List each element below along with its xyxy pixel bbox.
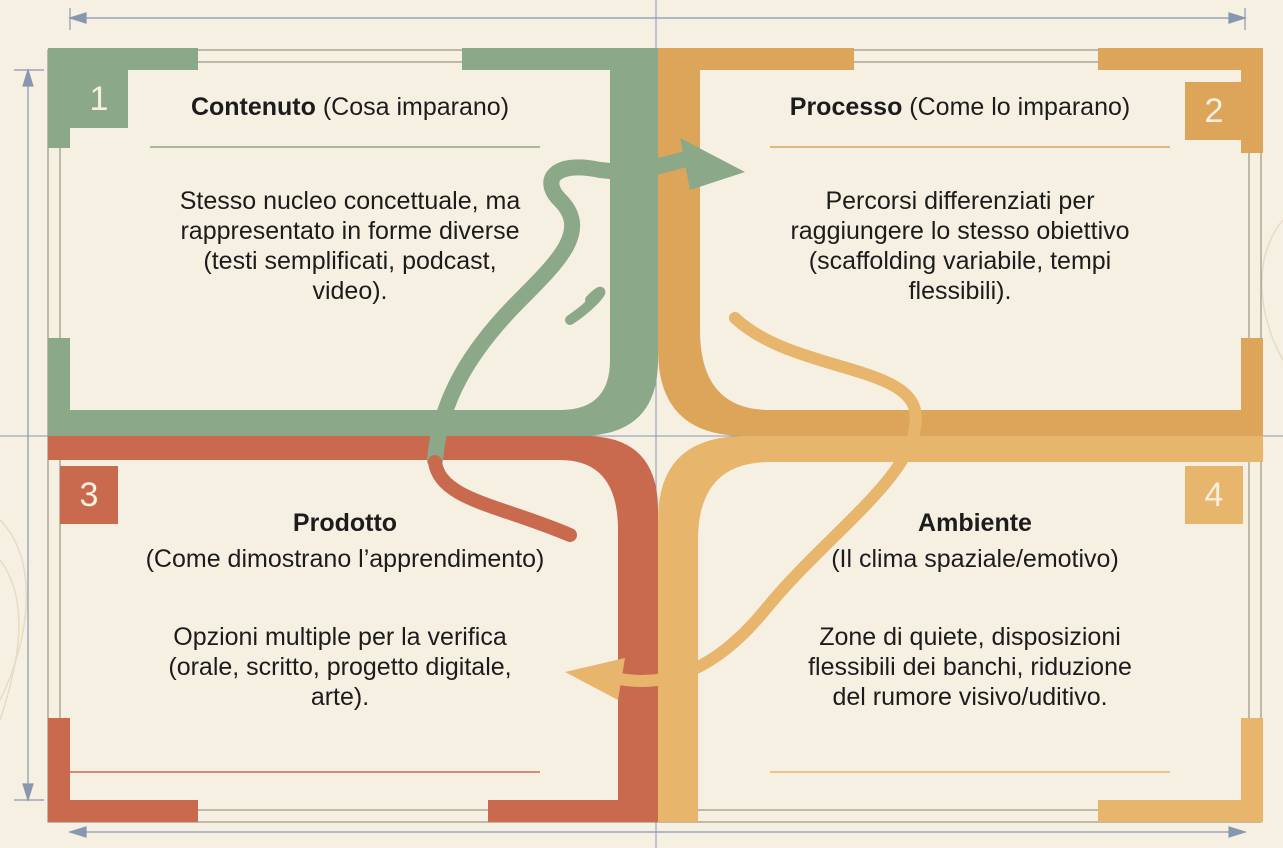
decorative-rules [70,146,1170,773]
process-room-walls [658,48,1263,436]
title-subtitle: (Cosa imparano) [322,93,510,121]
title-bold: Processo [789,93,903,121]
quadrant-content: 1 Contenuto (Cosa imparano) Stesso nucle… [70,70,630,400]
quadrant-subtitle: (Come dimostrano l’apprendimento) [145,545,545,573]
quadrant-title: Ambiente [700,508,1250,538]
quadrant-body: Opzioni multiple per la verifica (orale,… [168,623,512,711]
quadrant-number-badge: 4 [1185,466,1243,524]
quadrant-product: 3 Prodotto (Come dimostrano l’apprendime… [60,462,630,792]
quadrant-environment: 4 Ambiente (Il clima spaziale/emotivo) Z… [700,462,1260,792]
title-bold: Prodotto [292,509,398,537]
quadrant-number-badge: 1 [70,70,128,128]
quadrant-subtitle: (Il clima spaziale/emotivo) [831,545,1119,573]
product-loop-arrow [428,455,577,542]
quadrant-number-badge: 2 [1185,82,1243,140]
product-room-walls [48,436,658,822]
flow-arrows [427,138,922,700]
process-to-product-arrowhead [565,658,625,700]
quadrant-title: Contenuto (Cosa imparano) [70,92,630,122]
content-to-process-arrow [427,150,698,468]
process-to-product-arrow [609,312,922,687]
quadrant-title: Processo (Come lo imparano) [680,92,1240,122]
quadrant-process: 2 Processo (Come lo imparano) Percorsi d… [680,70,1243,400]
quadrant-body: Zone di quiete, disposizioni flessibili … [808,623,1132,711]
background-leaf-decoration [0,219,1283,721]
title-subtitle: (Come lo imparano) [909,93,1131,121]
title-bold: Contenuto [190,93,316,121]
quadrant-title: Prodotto [70,508,620,538]
content-to-process-arrowhead [680,138,745,190]
title-bold: Ambiente [918,509,1032,537]
quadrant-body: Percorsi differenziati per raggiungere l… [790,187,1130,305]
content-room-walls [48,48,658,436]
environment-room-walls [658,436,1263,822]
quadrant-body: Stesso nucleo concettuale, ma rappresent… [179,187,521,305]
quadrant-number-badge: 3 [60,466,118,524]
